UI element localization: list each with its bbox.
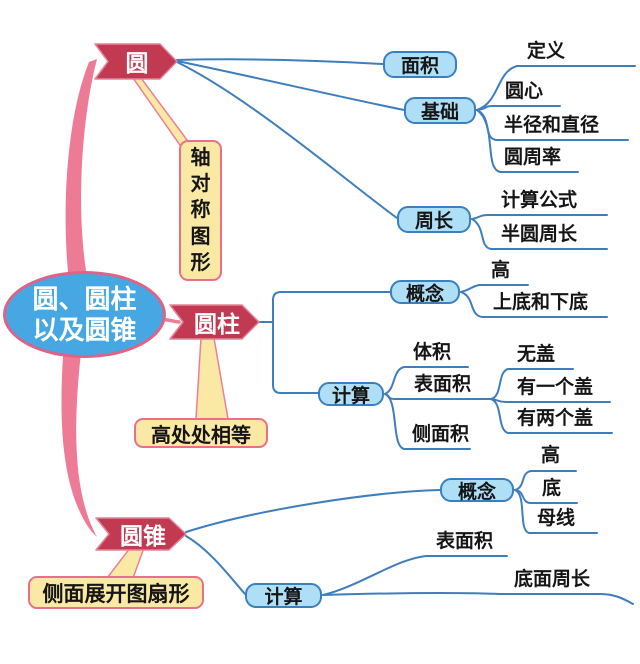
topic-circle-perimeter[interactable]: 周长 [397, 206, 471, 233]
spine-up [65, 59, 97, 292]
topic-cylinder-concept[interactable]: 概念 [390, 280, 460, 305]
note-connector-cone [105, 547, 146, 579]
leaf-pi[interactable]: 圆周率 [504, 147, 562, 168]
leaf-definition[interactable]: 定义 [527, 41, 566, 62]
banner-cone [95, 517, 187, 551]
leaf-top-bottom-base[interactable]: 上底和下底 [493, 292, 589, 313]
leaf-semicircle-perimeter[interactable]: 半圆周长 [501, 224, 578, 245]
topic-circle-area[interactable]: 面积 [383, 51, 457, 78]
leaf-formula[interactable]: 计算公式 [501, 190, 578, 211]
note-axial-symmetry[interactable]: 轴 对 称 图 形 [179, 140, 222, 281]
leaf-cylinder-height[interactable]: 高 [491, 260, 511, 281]
leaf-one-lid[interactable]: 有一个盖 [517, 377, 594, 398]
topic-cylinder-calc[interactable]: 计算 [318, 382, 384, 407]
leaf-surface-area[interactable]: 表面积 [414, 374, 472, 395]
branch-circle[interactable]: 圆 [125, 50, 149, 76]
topic-cone-calc[interactable]: 计算 [245, 583, 322, 608]
blue-links [176, 58, 636, 605]
spine-down [61, 342, 97, 537]
branch-banners [94, 43, 260, 551]
leaf-volume[interactable]: 体积 [413, 342, 452, 363]
banner-circle [94, 43, 178, 80]
branch-cylinder[interactable]: 圆柱 [194, 310, 240, 337]
note-lateral-sector[interactable]: 侧面展开图扇形 [28, 576, 204, 609]
banner-cylinder [169, 304, 260, 340]
leaf-cone-height[interactable]: 高 [541, 445, 561, 466]
leaf-center[interactable]: 圆心 [505, 81, 544, 102]
leaf-no-lid[interactable]: 无盖 [517, 344, 556, 365]
leaf-generatrix[interactable]: 母线 [537, 508, 576, 529]
note-equal-height[interactable]: 高处处相等 [134, 418, 268, 448]
branch-cone[interactable]: 圆锥 [120, 522, 166, 549]
topic-cone-concept[interactable]: 概念 [440, 478, 514, 503]
note-connector-cylinder [195, 337, 229, 420]
leaf-cone-base[interactable]: 底 [542, 478, 562, 499]
central-topic[interactable]: 圆、圆柱 以及圆锥 [3, 271, 166, 358]
leaf-radius-diameter[interactable]: 半径和直径 [504, 115, 600, 136]
topic-circle-basics[interactable]: 基础 [404, 97, 476, 124]
note-connector-circle [131, 77, 192, 149]
leaf-lateral-area[interactable]: 侧面积 [412, 424, 470, 445]
leaf-base-circumference[interactable]: 底面周长 [514, 569, 591, 590]
leaf-cone-surface-area[interactable]: 表面积 [436, 531, 494, 552]
leaf-two-lids[interactable]: 有两个盖 [517, 408, 594, 429]
